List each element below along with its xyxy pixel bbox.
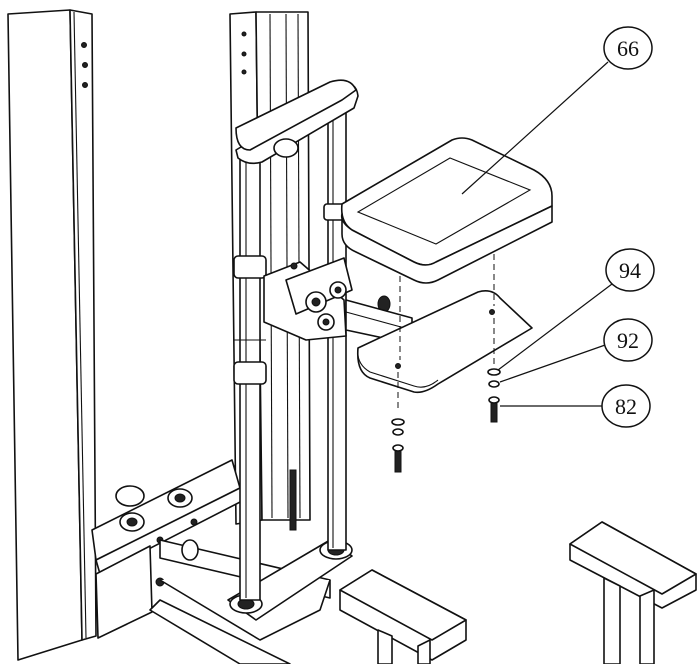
seat-mount-plate <box>356 290 533 394</box>
callout-94-label: 94 <box>619 258 641 283</box>
callout-94: 94 <box>605 248 655 292</box>
right-step-pad <box>569 521 697 664</box>
fastener-stack-right <box>487 368 501 423</box>
callout-82-label: 82 <box>615 394 637 419</box>
base-crossbar <box>91 459 245 639</box>
left-upright-frame <box>7 9 97 661</box>
callout-66: 66 <box>603 26 653 70</box>
carriage-bracket <box>263 257 391 341</box>
callout-66-label: 66 <box>617 36 639 61</box>
washer-92 <box>488 380 500 388</box>
seat-pad <box>340 137 553 284</box>
top-handle-bar <box>235 79 359 165</box>
alignment-lines <box>397 254 495 412</box>
guide-rod-left <box>233 149 267 601</box>
front-step-pad <box>339 569 467 664</box>
callout-leaders <box>461 61 613 407</box>
callout-92-label: 92 <box>617 328 639 353</box>
washer-94 <box>487 368 501 376</box>
callout-92: 92 <box>603 318 653 362</box>
fastener-stack-left <box>391 418 405 473</box>
callout-82: 82 <box>601 384 651 428</box>
